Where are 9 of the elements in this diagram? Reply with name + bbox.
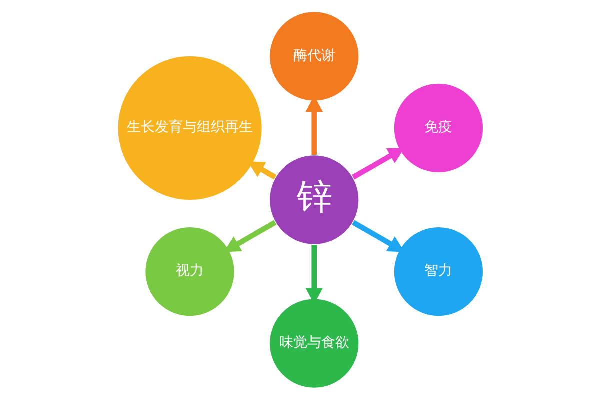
node-circle: 智力 (392, 226, 484, 317)
node-circle: 酶代谢 (268, 11, 360, 102)
node-circle: 锌 (268, 154, 360, 246)
node-circle: 生长发育与组织再生 (116, 56, 262, 201)
node-circle: 视力 (144, 226, 235, 317)
node-circle: 免疫 (392, 83, 484, 174)
node-circle: 味觉与食欲 (268, 298, 360, 389)
arrow (352, 148, 404, 180)
arrow (352, 220, 404, 252)
